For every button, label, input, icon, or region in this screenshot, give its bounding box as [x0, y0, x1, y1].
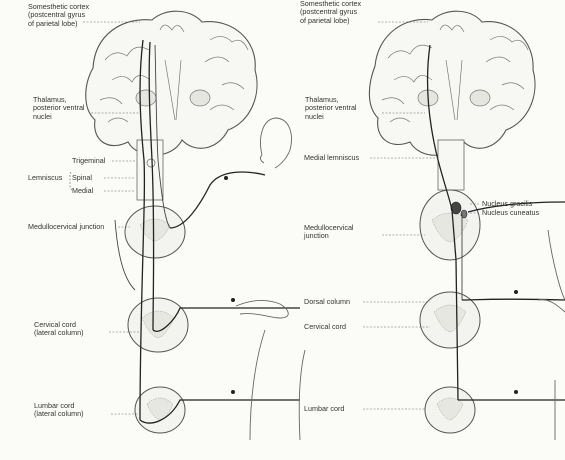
left-medulla-section — [125, 206, 185, 258]
left-cortex-label: Somesthetic cortex (postcentral gyrus of… — [28, 3, 89, 28]
dorsal-column-label: Dorsal column — [304, 298, 350, 306]
right-brainstem — [438, 140, 464, 190]
left-ganglia — [224, 176, 235, 394]
right-ganglia — [514, 290, 518, 394]
left-thalamus-label: Thalamus, posterior ventral nuclei — [33, 96, 85, 121]
left-cervical-section — [128, 298, 188, 352]
left-lumbar-label: Lumbar cord (lateral column) — [34, 402, 84, 419]
trigeminal-label: Trigeminal — [72, 157, 105, 165]
left-medullo-label: Medullocervical junction — [28, 223, 104, 231]
left-body-outline — [236, 118, 305, 440]
medial-lemniscus-label: Medial lemniscus — [304, 154, 359, 162]
right-lumbar-label: Lumbar cord — [304, 405, 344, 413]
medial-label: Medial — [72, 187, 93, 195]
right-brain — [369, 11, 535, 155]
left-brain — [86, 11, 257, 155]
spinal-label: Spinal — [72, 174, 92, 182]
left-lumbar-section — [135, 387, 185, 433]
lemniscus-label: Lemniscus — [28, 174, 62, 182]
right-lumbar-section — [425, 387, 475, 433]
left-cervical-label: Cervical cord (lateral column) — [34, 321, 84, 338]
right-cervical-label: Cervical cord — [304, 323, 346, 331]
right-medullo-label: Medullocervical junction — [304, 224, 354, 241]
right-body-outline — [538, 230, 565, 440]
right-thalamus-label: Thalamus, posterior ventral nuclei — [305, 96, 357, 121]
right-cortex-label: Somesthetic cortex (postcentral gyrus of… — [300, 0, 361, 25]
nucleus-cuneatus-label: Nucleus cuneatus — [482, 209, 539, 217]
